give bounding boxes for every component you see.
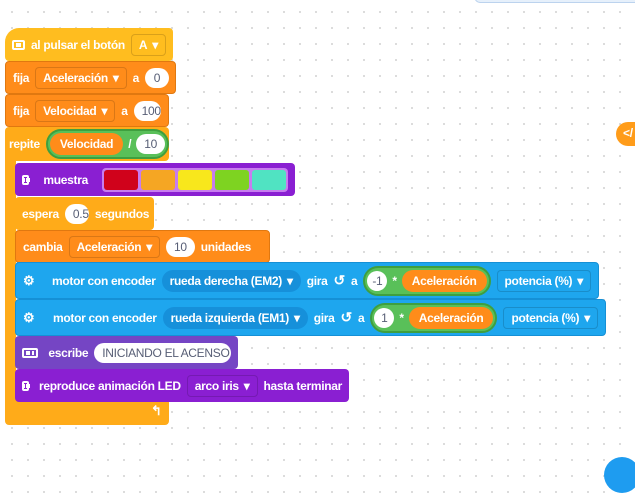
block-label: gira — [313, 310, 335, 325]
variable-dropdown[interactable]: Aceleración▾ — [35, 66, 127, 89]
value-input[interactable]: 1 — [374, 307, 395, 328]
device-icon — [12, 39, 25, 50]
block-label: cambia — [23, 239, 63, 254]
block-label: a — [132, 70, 140, 85]
device-icon — [22, 174, 31, 185]
block-label: segundos — [94, 206, 150, 221]
block-label: a — [357, 310, 365, 325]
block-label: a — [121, 103, 128, 118]
value-input[interactable]: 0.5 — [64, 203, 89, 224]
device-icon — [22, 380, 30, 391]
mode-dropdown[interactable]: potencia (%)▾ — [503, 306, 598, 329]
variable-reporter[interactable]: Aceleración — [408, 306, 494, 329]
value-input[interactable]: 100 — [133, 100, 161, 121]
button-dropdown[interactable]: A▾ — [130, 33, 166, 56]
rotate-ccw-icon: ↺ — [333, 272, 346, 288]
code-view-button[interactable]: </ — [616, 122, 635, 146]
motor-dropdown[interactable]: rueda derecha (EM2)▾ — [161, 269, 301, 292]
set-velocity-block[interactable]: fija Velocidad▾ a 100 — [5, 94, 169, 127]
device-icon — [22, 347, 39, 358]
color-swatch-3[interactable] — [178, 169, 212, 190]
play-led-animation-block[interactable]: reproduce animación LED arco iris▾ hasta… — [15, 369, 349, 402]
block-label: repite — [9, 137, 40, 151]
value-input[interactable]: 0 — [144, 67, 169, 88]
animation-dropdown[interactable]: arco iris▾ — [186, 374, 258, 397]
operator-symbol: * — [399, 310, 404, 325]
block-label: a — [350, 273, 358, 288]
color-swatch-1[interactable] — [104, 169, 138, 190]
block-label: escribe — [48, 345, 89, 360]
motor-icon: ⚙ — [23, 309, 35, 325]
block-label: al pulsar el botón — [30, 37, 125, 52]
block-label: muestra — [43, 172, 88, 187]
wait-block[interactable]: espera 0.5 segundos — [15, 197, 154, 230]
floating-action-button[interactable] — [604, 457, 635, 493]
variable-dropdown[interactable]: Aceleración▾ — [68, 235, 161, 258]
variable-reporter[interactable]: Aceleración — [401, 269, 487, 292]
show-colors-block[interactable]: muestra — [15, 163, 295, 196]
multiply-operator[interactable]: 1 * Aceleración — [370, 302, 498, 333]
motor-dropdown[interactable]: rueda izquierda (EM1)▾ — [162, 306, 308, 329]
block-label: fija — [13, 103, 30, 118]
top-panel-edge — [474, 0, 635, 3]
mode-dropdown[interactable]: potencia (%)▾ — [496, 269, 591, 292]
repeat-block[interactable]: repite Velocidad / 10 — [5, 127, 170, 161]
value-input[interactable]: -1 — [367, 270, 388, 291]
change-variable-block[interactable]: cambia Aceleración▾ 10 unidades — [15, 230, 270, 263]
set-acceleration-block[interactable]: fija Aceleración▾ a 0 — [5, 61, 176, 94]
operator-symbol: * — [392, 273, 397, 288]
variable-dropdown[interactable]: Velocidad▾ — [35, 99, 116, 122]
block-label: reproduce animación LED — [38, 378, 181, 393]
color-swatch-2[interactable] — [141, 169, 175, 190]
text-input[interactable]: INICIANDO EL ACENSO — [94, 342, 231, 363]
variable-reporter[interactable]: Velocidad — [49, 133, 124, 155]
block-label: motor con encoder — [52, 273, 156, 288]
repeat-bottom: ↰ — [5, 400, 169, 425]
color-swatch-5[interactable] — [252, 169, 286, 190]
rotate-ccw-icon: ↺ — [340, 309, 353, 325]
divide-operator[interactable]: Velocidad / 10 — [45, 129, 170, 159]
motor-icon: ⚙ — [23, 272, 35, 288]
operator-symbol: / — [128, 137, 132, 151]
motor-right-block[interactable]: ⚙ motor con encoder rueda derecha (EM2)▾… — [15, 262, 599, 299]
block-label: unidades — [200, 239, 252, 254]
when-button-pressed-block[interactable]: al pulsar el botón A▾ — [5, 28, 173, 61]
block-label: gira — [306, 273, 328, 288]
motor-left-block[interactable]: ⚙ motor con encoder rueda izquierda (EM1… — [15, 299, 606, 336]
block-label: motor con encoder — [53, 310, 157, 325]
loop-arrow-icon: ↰ — [151, 403, 162, 418]
value-input[interactable]: 10 — [136, 134, 166, 154]
block-label: espera — [22, 206, 59, 221]
block-label: hasta terminar — [263, 378, 343, 393]
color-swatches[interactable] — [102, 167, 288, 192]
multiply-operator[interactable]: -1 * Aceleración — [363, 265, 491, 296]
repeat-arm — [5, 160, 16, 405]
print-block[interactable]: escribe INICIANDO EL ACENSO — [15, 336, 238, 369]
color-swatch-4[interactable] — [215, 169, 249, 190]
block-label: fija — [13, 70, 30, 85]
value-input[interactable]: 10 — [166, 236, 195, 257]
